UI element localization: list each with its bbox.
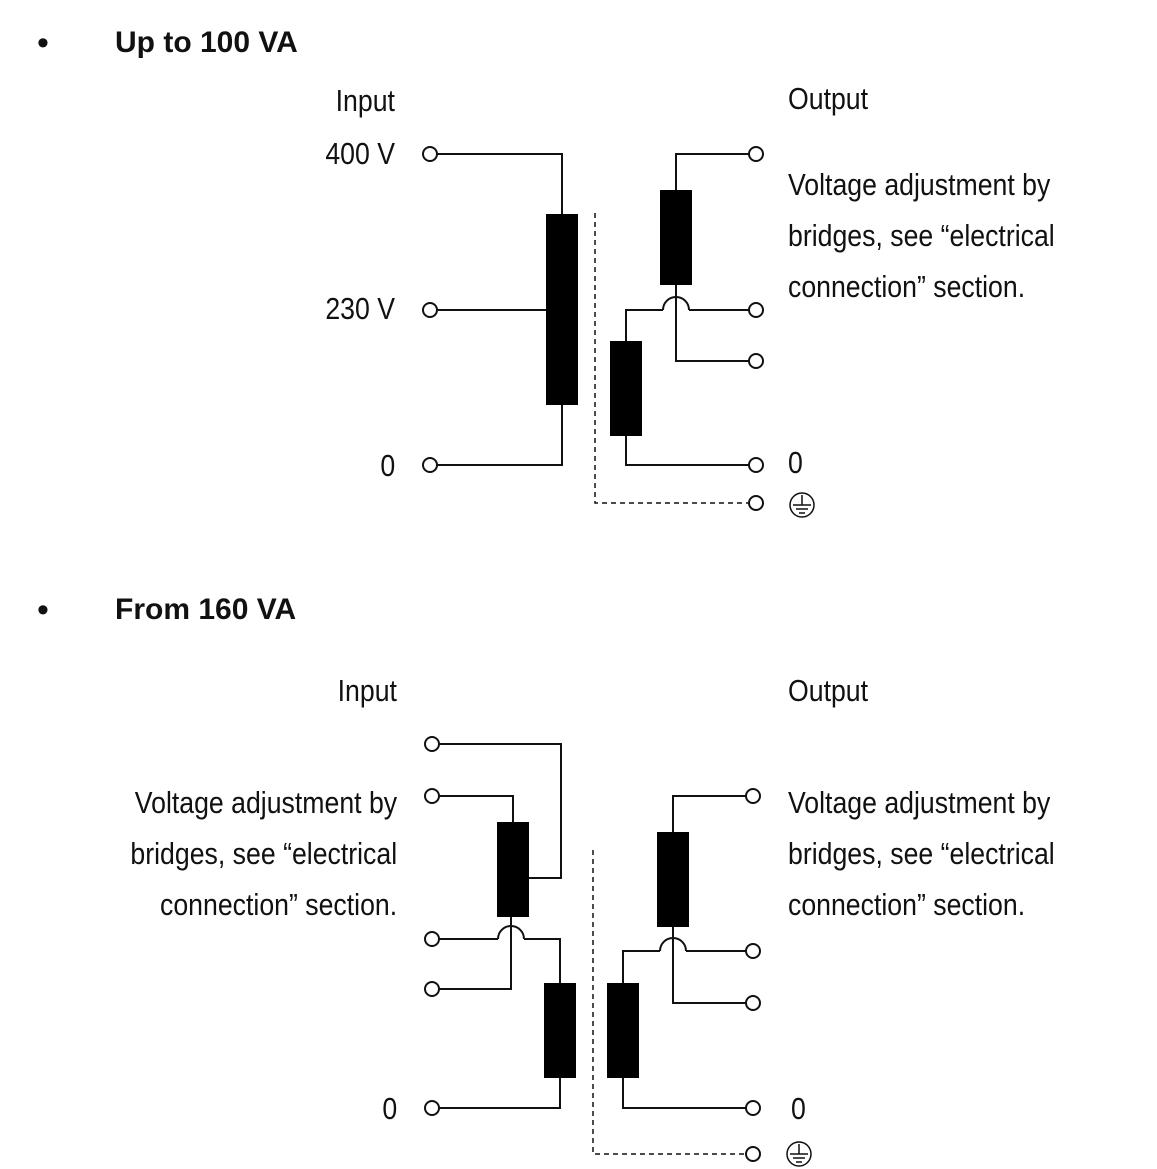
terminal-in-0 (424, 1100, 440, 1116)
terminal-230v (422, 302, 438, 318)
terminal-label-input-0: 0 (382, 1091, 397, 1126)
input-voltage-note: Voltage adjustment by bridges, see “elec… (130, 777, 397, 930)
diagram-up-to-100va (422, 146, 815, 518)
terminal-input-0 (422, 457, 438, 473)
note-line: connection” section. (788, 887, 1026, 922)
terminal-label-400v: 400 V (325, 136, 395, 171)
secondary-winding-upper (657, 832, 689, 927)
wire-400v (437, 153, 563, 214)
secondary-winding-lower (607, 983, 639, 1078)
terminal-out-3 (748, 353, 764, 369)
secondary-winding-upper (660, 190, 692, 285)
bullet: • (37, 24, 49, 62)
diagram-from-160va (424, 736, 812, 1167)
terminal-in-3 (424, 931, 440, 947)
input-label: Input (335, 83, 395, 118)
wire-in-0 (439, 1078, 561, 1109)
wire-out-middle (625, 309, 663, 341)
terminal-label-input-0: 0 (380, 448, 395, 483)
secondary-winding-lower (610, 341, 642, 436)
input-label: Input (337, 673, 397, 708)
wire-out-lower (672, 927, 746, 1004)
note-line: Voltage adjustment by (788, 785, 1051, 820)
terminal-400v (422, 146, 438, 162)
terminal-out-1 (748, 146, 764, 162)
shield-dashed-line (594, 213, 749, 504)
wire-in-2 (439, 795, 514, 822)
note-line: bridges, see “electrical (788, 218, 1055, 253)
wire-out-0 (625, 436, 749, 466)
wire-out-middle (622, 950, 660, 983)
wire-out-0 (622, 1078, 746, 1109)
wire-out-top (675, 153, 749, 190)
section-heading: Up to 100 VA (115, 26, 298, 59)
protective-earth-icon (789, 492, 815, 518)
primary-winding (546, 214, 578, 405)
terminal-in-4 (424, 981, 440, 997)
output-voltage-note: Voltage adjustment by bridges, see “elec… (788, 777, 1055, 930)
note-line: connection” section. (159, 887, 397, 922)
terminal-label-230v: 230 V (325, 291, 395, 326)
primary-winding-lower (544, 983, 576, 1078)
protective-earth-icon (786, 1141, 812, 1167)
note-line: Voltage adjustment by (788, 167, 1051, 202)
wire-in-3-b (524, 938, 561, 983)
wire-out-lower (675, 285, 749, 362)
terminal-out-2 (748, 302, 764, 318)
section-heading: From 160 VA (115, 593, 297, 626)
terminal-out-1 (745, 788, 761, 804)
note-line: bridges, see “electrical (130, 836, 397, 871)
bullet: • (37, 591, 49, 629)
output-label: Output (788, 673, 869, 708)
wire-out-top (672, 795, 746, 832)
terminal-label-output-0: 0 (791, 1091, 806, 1126)
terminal-ground (745, 1146, 761, 1162)
terminal-in-1 (424, 736, 440, 752)
note-line: bridges, see “electrical (788, 836, 1055, 871)
note-line: Voltage adjustment by (134, 785, 398, 820)
wire-in-4 (439, 917, 512, 990)
primary-winding-upper (497, 822, 529, 917)
terminal-out-0 (745, 1100, 761, 1116)
terminal-out-2 (745, 943, 761, 959)
terminal-in-2 (424, 788, 440, 804)
output-label: Output (788, 81, 869, 116)
terminal-ground (748, 495, 764, 511)
shield-dashed-line (592, 850, 746, 1155)
wire-in-1 (439, 743, 562, 879)
wire-input-0 (437, 405, 563, 466)
output-voltage-note: Voltage adjustment by bridges, see “elec… (788, 159, 1055, 312)
terminal-label-output-0: 0 (788, 445, 803, 480)
terminal-out-0 (748, 457, 764, 473)
terminal-out-3 (745, 995, 761, 1011)
note-line: connection” section. (788, 269, 1026, 304)
